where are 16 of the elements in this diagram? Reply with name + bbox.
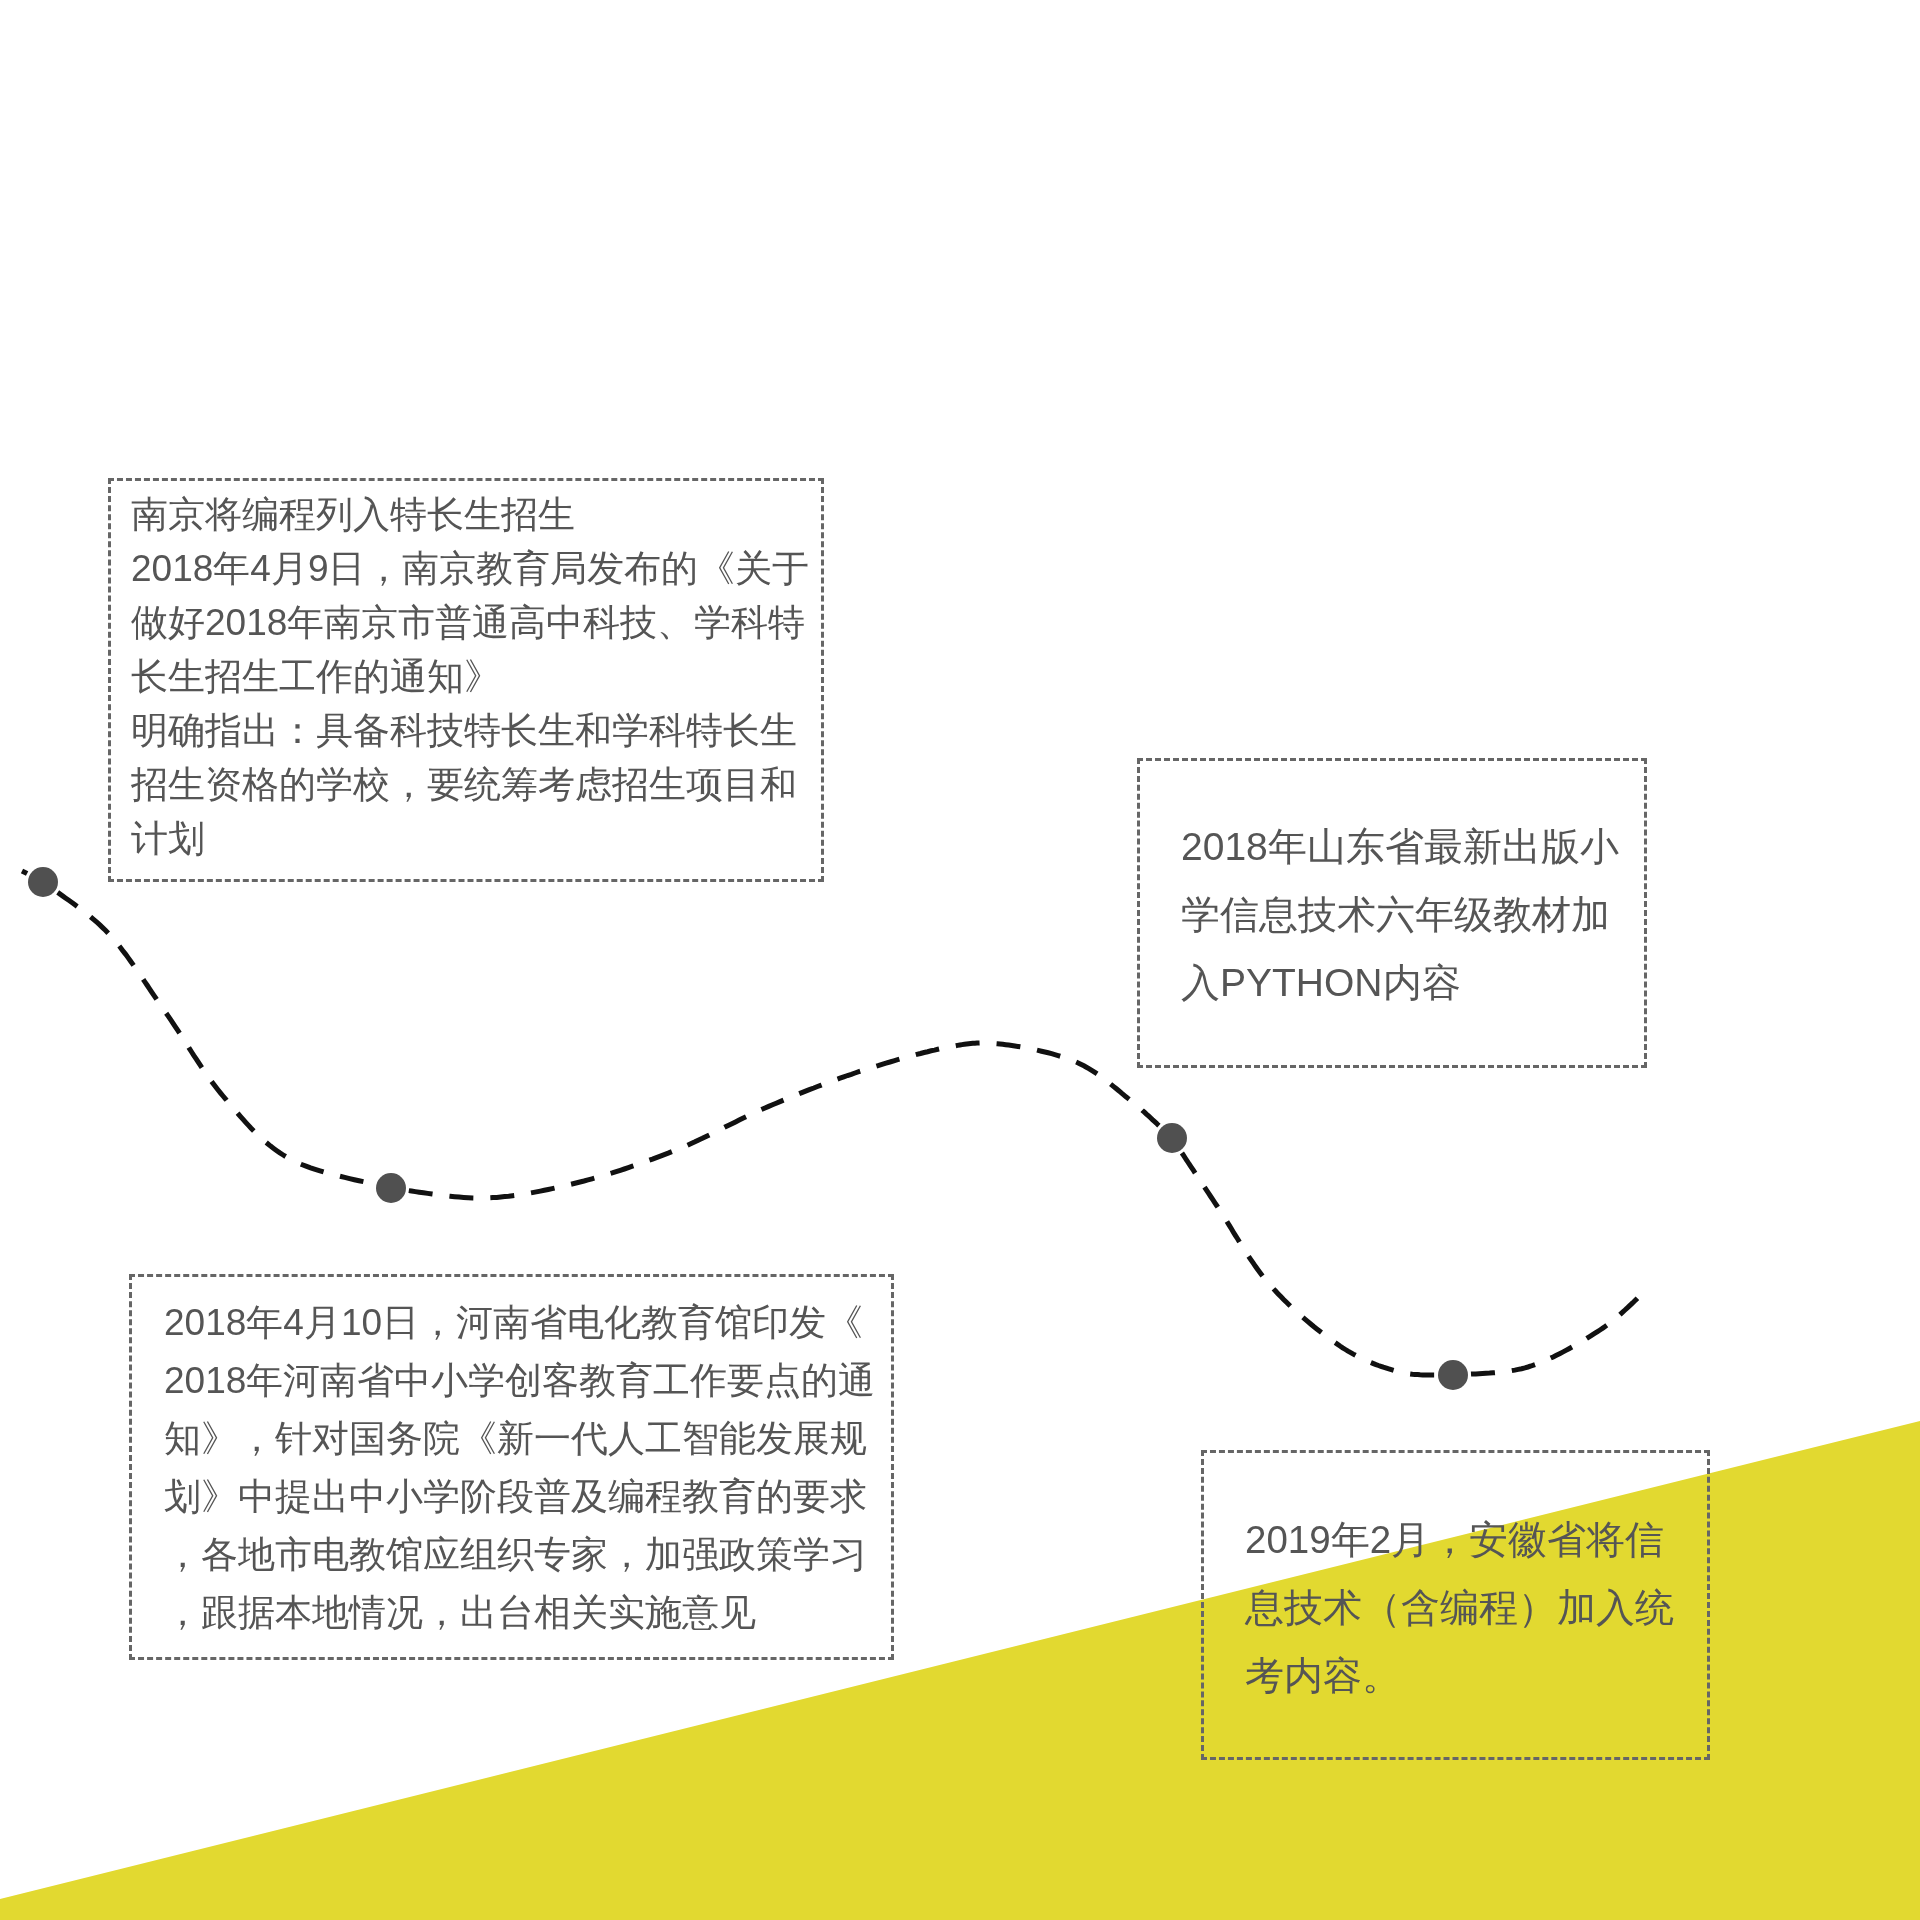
heading-text: 南京将编程列入特长生招生 xyxy=(131,493,576,537)
timeline-dot xyxy=(1438,1360,1468,1390)
timeline-curve xyxy=(408,1040,1161,1201)
timeline-curve xyxy=(20,868,29,876)
text-box xyxy=(1201,1450,1710,1760)
body-text: 明确指出：具备科技特长生和学科特长生招生资格的学校，要统筹考虑招生项目和计划 xyxy=(131,709,798,861)
body-text: 2018年4月9日，南京教育局发布的《关于做好2018年南京市普通高中科技、学科特长生招生工作的通知》 xyxy=(131,547,811,699)
body-text: 2018年山东省最新出版小学信息技术六年级教材加入PYTHON内容 xyxy=(1181,824,1620,1006)
timeline-dot xyxy=(376,1173,406,1203)
text-box xyxy=(1137,758,1647,1068)
text-box xyxy=(129,1274,894,1660)
timeline-dot xyxy=(28,867,58,897)
text-box xyxy=(108,478,824,882)
body-text: 2018年4月10日，河南省电化教育馆印发《2018年河南省中小学创客教育工作要点的通知》，针对国务院《新一代人工智能发展规划》中提出中小学阶段普及编程教育的要求，各地市电教馆应组织专家，加强政策学习，跟据本地情况，出台相关实施意见 xyxy=(164,1301,877,1635)
timeline-dot xyxy=(1157,1123,1187,1153)
timeline-curve xyxy=(1179,1151,1436,1378)
